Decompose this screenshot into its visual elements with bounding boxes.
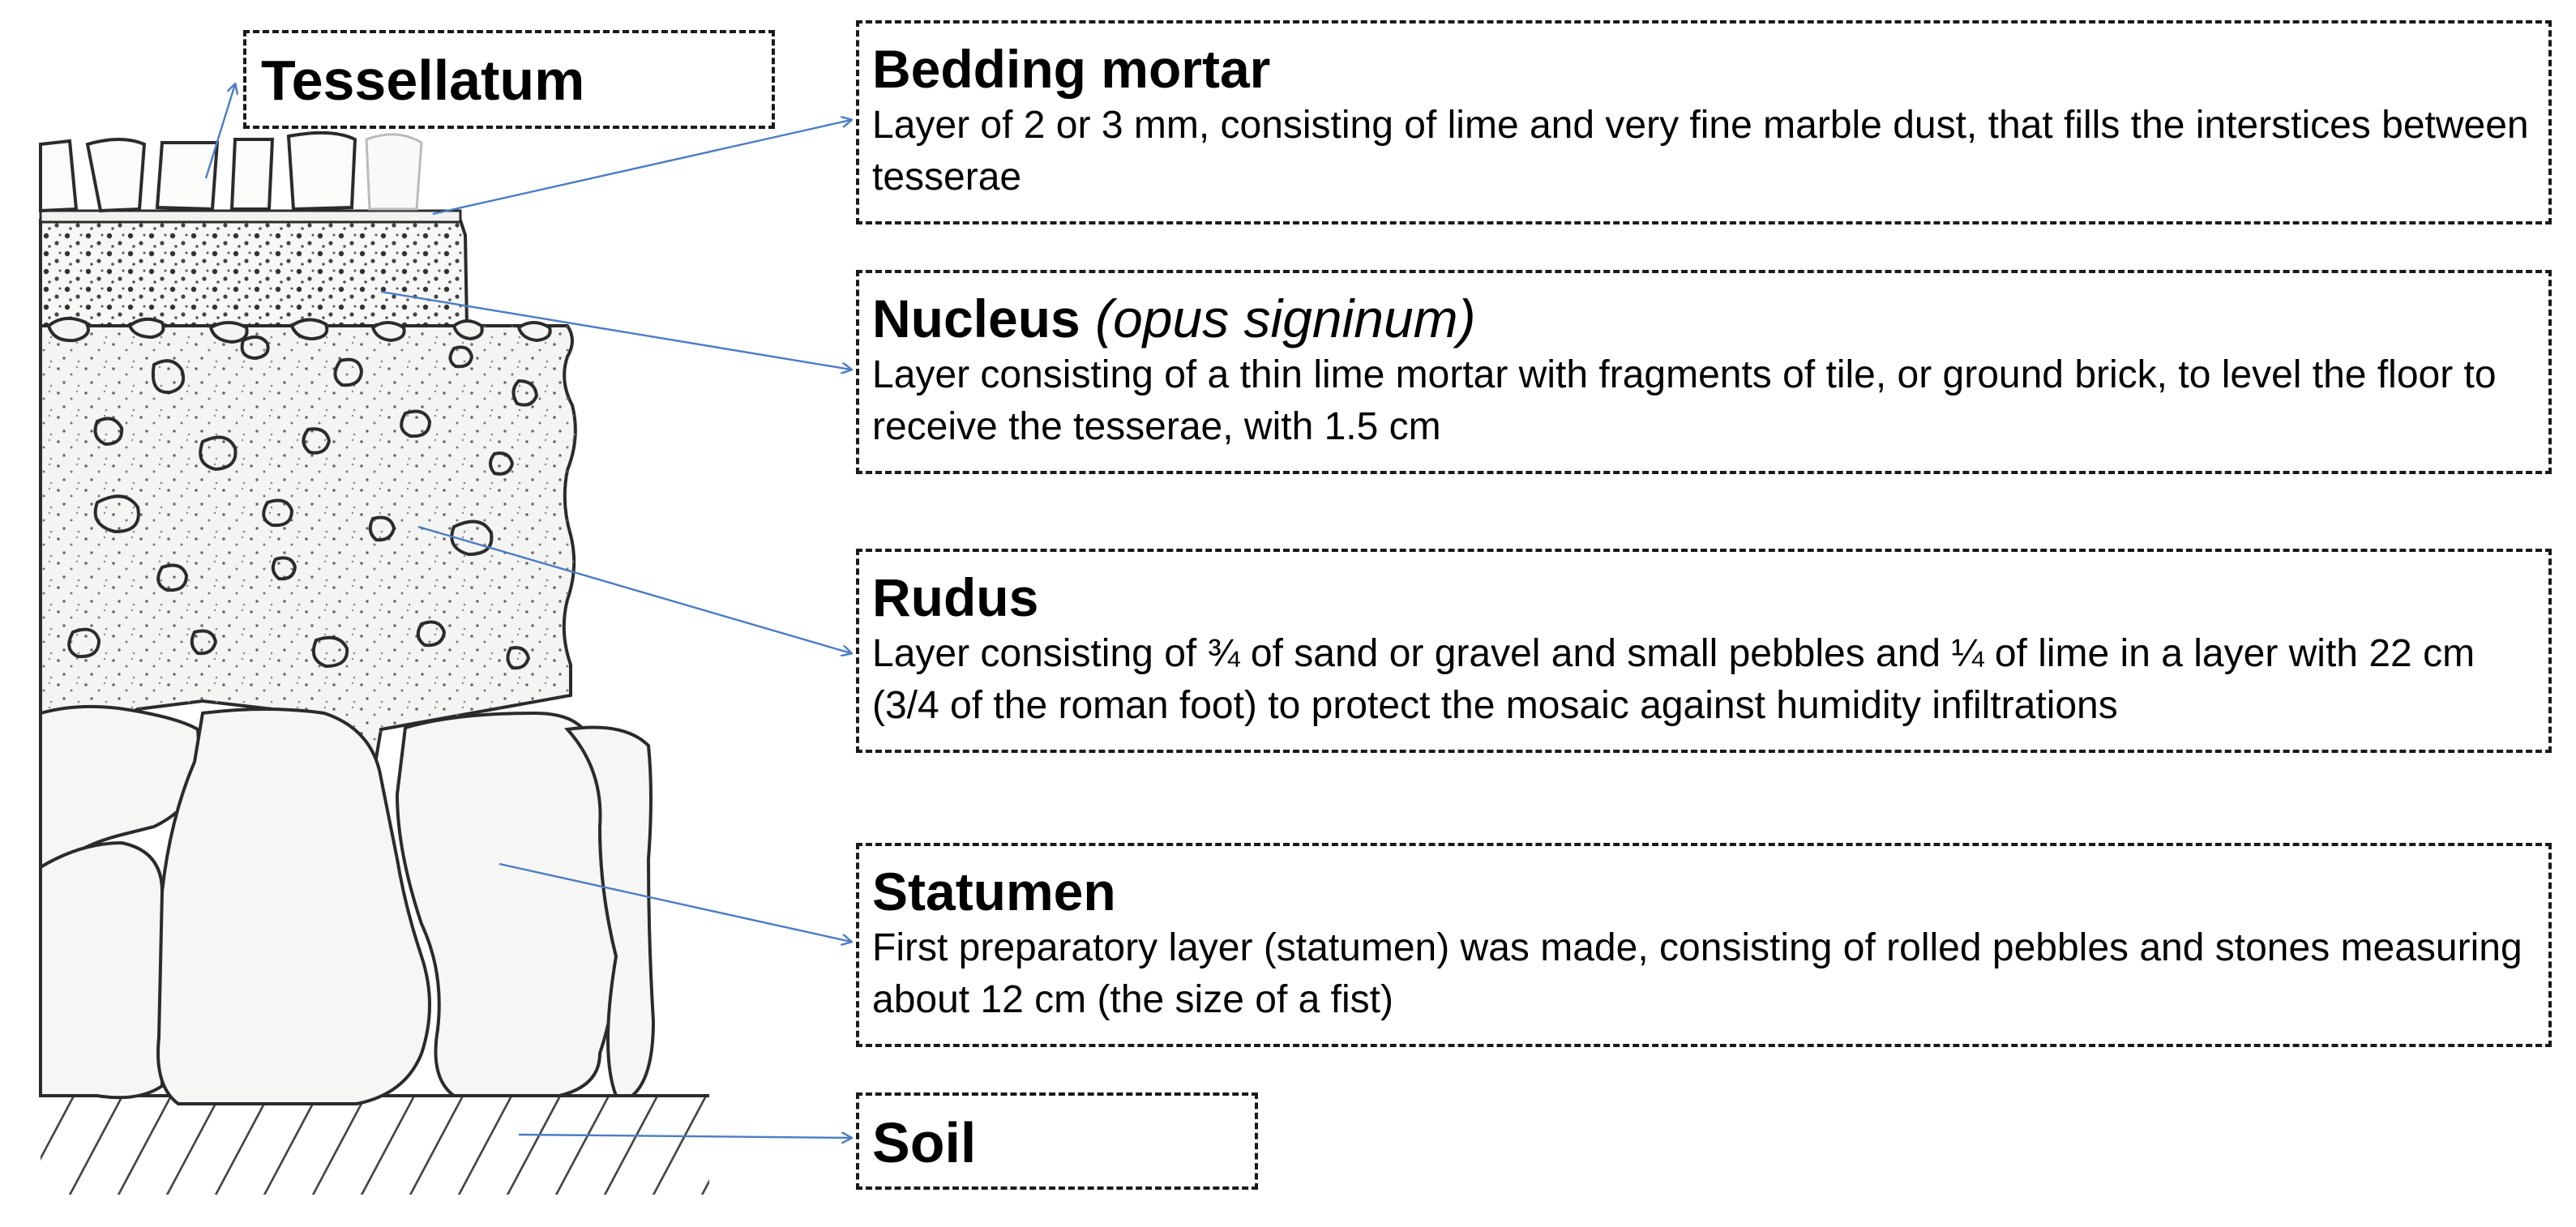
tessellatum-label-box: Tessellatum: [243, 30, 775, 129]
rudus-description: Layer consisting of ¾ of sand or gravel …: [872, 632, 2475, 727]
bedding-mortar-label-box: Bedding mortar Layer of 2 or 3 mm, consi…: [856, 20, 2552, 224]
soil-label-box: Soil: [856, 1092, 1258, 1190]
arrow-soil: [518, 1135, 851, 1138]
connector-arrows: [204, 84, 851, 1138]
bedding-mortar-title: Bedding mortar: [872, 39, 1271, 99]
tessellatum-layer-drawing: [39, 130, 462, 224]
soil-title: Soil: [872, 1111, 977, 1174]
nucleus-layer-drawing: [39, 219, 552, 344]
nucleus-title-line: Nucleus (opus signinum): [872, 288, 2540, 349]
arrow-statumen: [499, 862, 851, 942]
tessellatum-title: Tessellatum: [261, 49, 585, 112]
arrow-tessellatum: [204, 84, 235, 179]
bedding-mortar-description: Layer of 2 or 3 mm, consisting of lime a…: [872, 104, 2529, 199]
statumen-layer-drawing: [39, 704, 656, 1105]
nucleus-title: Nucleus: [872, 289, 1080, 348]
statumen-title: Statumen: [872, 861, 1116, 921]
nucleus-description: Layer consisting of a thin lime mortar w…: [872, 353, 2497, 448]
nucleus-title-suffix: (opus signinum): [1095, 289, 1476, 348]
soil-layer-drawing: [41, 1094, 709, 1195]
rudus-label-box: Rudus Layer consisting of ¾ of sand or g…: [856, 549, 2552, 753]
arrow-bedding-mortar: [432, 120, 851, 216]
nucleus-label-box: Nucleus (opus signinum) Layer consisting…: [856, 270, 2552, 474]
statumen-label-box: Statumen First preparatory layer (statum…: [856, 843, 2552, 1047]
statumen-description: First preparatory layer (statumen) was m…: [872, 926, 2523, 1021]
arrow-rudus: [417, 525, 851, 653]
arrow-nucleus: [380, 290, 851, 370]
rudus-title: Rudus: [872, 567, 1039, 627]
rudus-layer-drawing: [39, 324, 577, 782]
